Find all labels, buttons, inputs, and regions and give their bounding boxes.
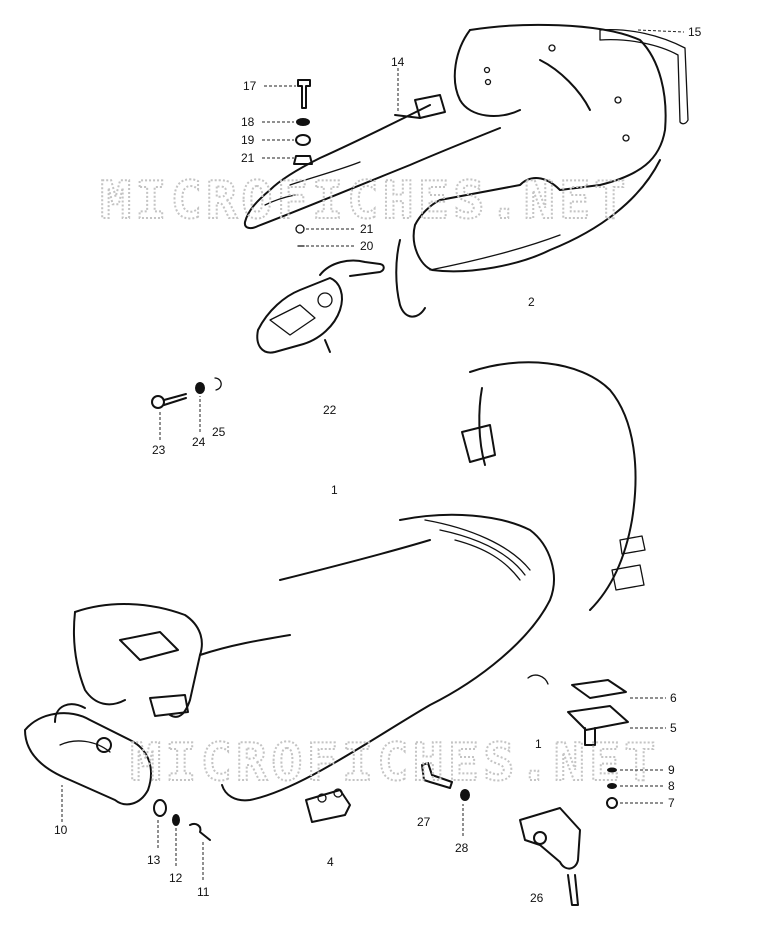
label-26: 26 bbox=[530, 891, 544, 905]
bolt-23-set bbox=[151, 377, 222, 409]
hinge-parts bbox=[567, 679, 629, 809]
label-13: 13 bbox=[147, 853, 161, 867]
label-18: 18 bbox=[241, 115, 255, 129]
leader-lines bbox=[61, 29, 685, 880]
label-23: 23 bbox=[152, 443, 166, 457]
watermark-bottom: MICROFICHES.NET bbox=[130, 733, 660, 793]
latch-and-bolt-parts bbox=[305, 762, 581, 906]
part-labels: 15 14 17 18 19 21 21 20 2 22 23 24 25 1 … bbox=[54, 25, 702, 905]
label-25: 25 bbox=[212, 425, 226, 439]
label-6: 6 bbox=[670, 691, 677, 705]
label-17: 17 bbox=[243, 79, 257, 93]
label-14: 14 bbox=[391, 55, 405, 69]
lower-cowling-part bbox=[72, 361, 646, 802]
label-4: 4 bbox=[327, 855, 334, 869]
label-21-b: 21 bbox=[360, 222, 374, 236]
label-9: 9 bbox=[668, 763, 675, 777]
label-1-b: 1 bbox=[535, 737, 542, 751]
upper-cowling-part bbox=[243, 23, 689, 318]
label-1-a: 1 bbox=[331, 483, 338, 497]
label-15: 15 bbox=[688, 25, 702, 39]
label-27: 27 bbox=[417, 815, 431, 829]
label-22: 22 bbox=[323, 403, 337, 417]
label-21-a: 21 bbox=[241, 151, 255, 165]
mount-bracket-10 bbox=[24, 703, 211, 841]
label-2: 2 bbox=[528, 295, 535, 309]
fastener-stack bbox=[293, 79, 313, 247]
label-12: 12 bbox=[169, 871, 183, 885]
label-11: 11 bbox=[197, 885, 210, 899]
watermark-top: MICROFICHES.NET bbox=[100, 171, 630, 231]
label-5: 5 bbox=[670, 721, 677, 735]
label-20: 20 bbox=[360, 239, 374, 253]
label-24: 24 bbox=[192, 435, 206, 449]
label-7: 7 bbox=[668, 796, 675, 810]
label-10: 10 bbox=[54, 823, 68, 837]
steering-bracket-part bbox=[256, 259, 385, 354]
label-8: 8 bbox=[668, 779, 675, 793]
label-28: 28 bbox=[455, 841, 469, 855]
label-19: 19 bbox=[241, 133, 255, 147]
